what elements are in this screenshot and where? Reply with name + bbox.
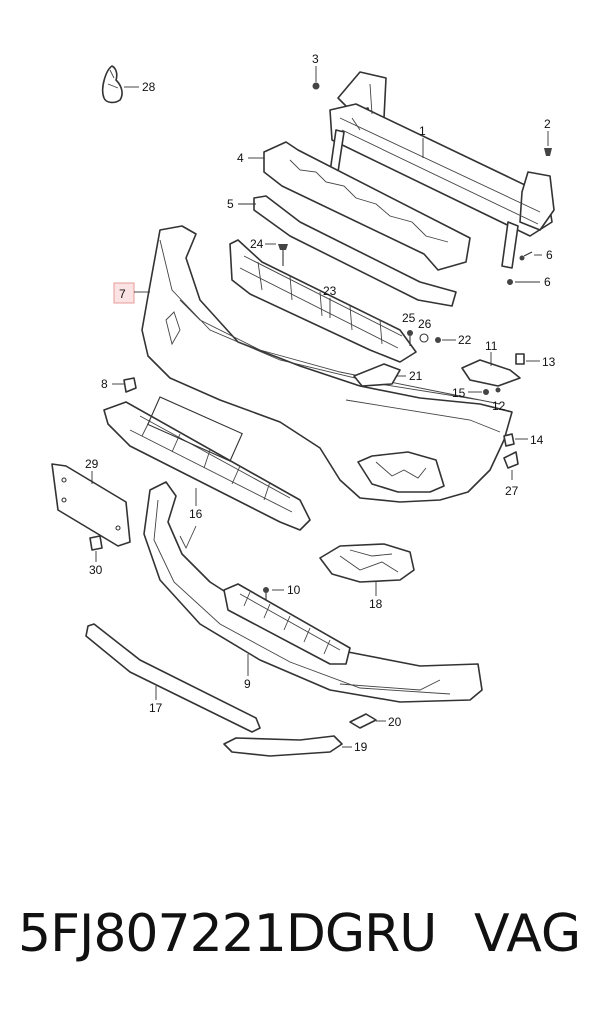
- part-23-grille-insert: [229, 239, 417, 363]
- label-2: 2: [544, 117, 551, 131]
- part-26-nut: [419, 333, 429, 343]
- part-18-fog-grille: [319, 543, 415, 583]
- label-22: 22: [458, 333, 472, 347]
- part-9-lower-spoiler: [143, 481, 483, 703]
- part-6-screw-b: [507, 279, 513, 285]
- part-11-side-bracket: [461, 359, 521, 387]
- label-24: 24: [250, 237, 264, 251]
- label-8: 8: [101, 377, 108, 391]
- part-25-screw: [407, 330, 413, 346]
- part-1-impact-bar: [329, 71, 555, 269]
- part-10-screw: [263, 587, 269, 600]
- part-24-clip: [278, 244, 288, 266]
- label-25: 25: [402, 311, 416, 325]
- label-6b: 6: [544, 275, 551, 289]
- label-14: 14: [530, 433, 544, 447]
- part-12-screw: [495, 387, 501, 393]
- label-21: 21: [409, 369, 423, 383]
- label-4: 4: [237, 151, 244, 165]
- label-11: 11: [485, 339, 498, 353]
- label-30: 30: [89, 563, 103, 577]
- part-3-screw: [312, 82, 320, 90]
- label-3: 3: [312, 52, 319, 66]
- label-10: 10: [287, 583, 301, 597]
- part-13-clip: [515, 353, 525, 365]
- part-14-clip: [503, 433, 515, 447]
- label-5: 5: [227, 197, 234, 211]
- footer: 5FJ807221DGRU VAG: [0, 880, 600, 990]
- part-7-bumper-cover: [141, 225, 513, 503]
- label-26: 26: [418, 317, 432, 331]
- label-28: 28: [142, 80, 156, 94]
- part-22-screw: [435, 337, 441, 343]
- part-16-lower-grille: [103, 396, 311, 531]
- part-19-lower-trim: [223, 735, 343, 757]
- label-6a: 6: [546, 248, 553, 262]
- label-27: 27: [505, 484, 519, 498]
- label-18: 18: [369, 597, 383, 611]
- part-15-screw: [483, 389, 489, 395]
- part-number: 5FJ807221DGRU: [18, 904, 437, 964]
- label-7: 7: [119, 287, 126, 301]
- part-5-bracket-strip: [253, 195, 457, 307]
- part-29-plate-bracket: [51, 463, 131, 547]
- label-12: 12: [492, 399, 506, 413]
- label-7-highlight: [113, 282, 135, 304]
- part-2-screw: [544, 148, 552, 156]
- part-28-grommet: [101, 65, 123, 104]
- label-19: 19: [354, 740, 368, 754]
- part-30-clip: [89, 535, 103, 551]
- part-6-screw-a: [519, 251, 533, 261]
- label-9: 9: [244, 677, 251, 691]
- label-16: 16: [189, 507, 203, 521]
- part-20-clip: [349, 713, 377, 729]
- brand-name: VAG: [474, 904, 582, 964]
- part-21-trim: [353, 363, 401, 387]
- label-13: 13: [542, 355, 556, 369]
- label-15: 15: [452, 386, 466, 400]
- label-23: 23: [323, 284, 337, 298]
- label-1: 1: [419, 124, 426, 138]
- label-17: 17: [149, 701, 163, 715]
- label-20: 20: [388, 715, 402, 729]
- part-17-trim-strip: [85, 623, 261, 733]
- label-29: 29: [85, 457, 99, 471]
- part-27-cap: [503, 451, 519, 469]
- exploded-parts-diagram: 28 1 3 2 4 5 6 6: [51, 52, 556, 757]
- part-4-energy-absorber: [263, 141, 471, 271]
- part-8-clip: [123, 377, 137, 393]
